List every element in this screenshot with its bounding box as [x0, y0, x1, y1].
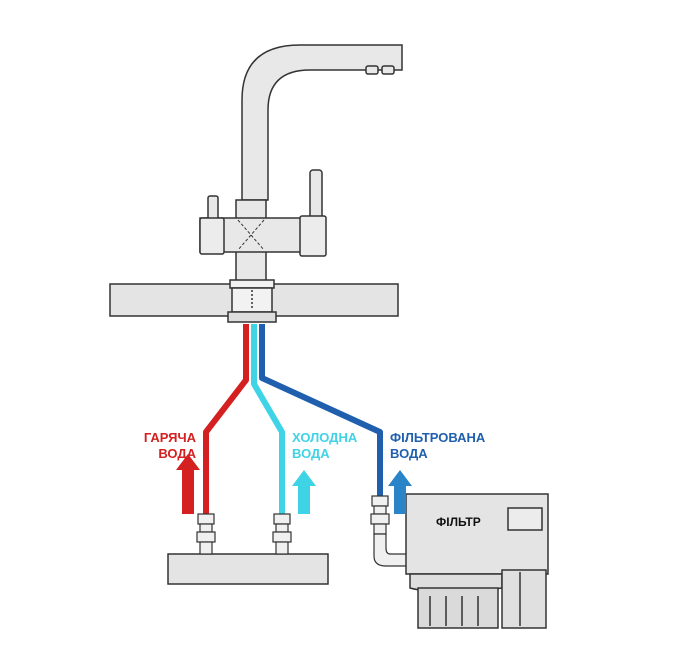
faucet-spout [241, 44, 403, 201]
hot-water-hose [203, 324, 249, 516]
left-lever-cap [199, 217, 225, 255]
cold-water-label-line1: ХОЛОДНА [292, 430, 358, 445]
cold-water-arrow [292, 470, 316, 514]
hot-water-label-line1: ГАРЯЧА [144, 430, 197, 445]
water-supply-block [167, 553, 329, 585]
cold-water-hose [251, 324, 285, 516]
filtered-water-label-line1: ФІЛЬТРОВАНА [390, 430, 486, 445]
filtered-water-hose [259, 324, 383, 498]
filtered-water-arrow [388, 470, 412, 514]
cold-water-label-line2: ВОДА [292, 446, 330, 461]
right-lever-cap [299, 215, 327, 257]
mounting-nut [227, 279, 277, 323]
cold-valve-fitting [272, 513, 292, 555]
hot-water-arrow [176, 454, 200, 514]
faucet [199, 44, 403, 285]
faucet-aerator [365, 65, 379, 75]
hot-valve-fitting [196, 513, 216, 555]
hot-water-label-line2: ВОДА [158, 446, 196, 461]
filter-label: ФІЛЬТР [436, 515, 481, 529]
faucet-aerator [381, 65, 395, 75]
filter-unit [405, 493, 549, 629]
filtered-valve-fitting [370, 495, 413, 567]
filtered-water-label-line2: ВОДА [390, 446, 428, 461]
right-lever [309, 169, 323, 221]
